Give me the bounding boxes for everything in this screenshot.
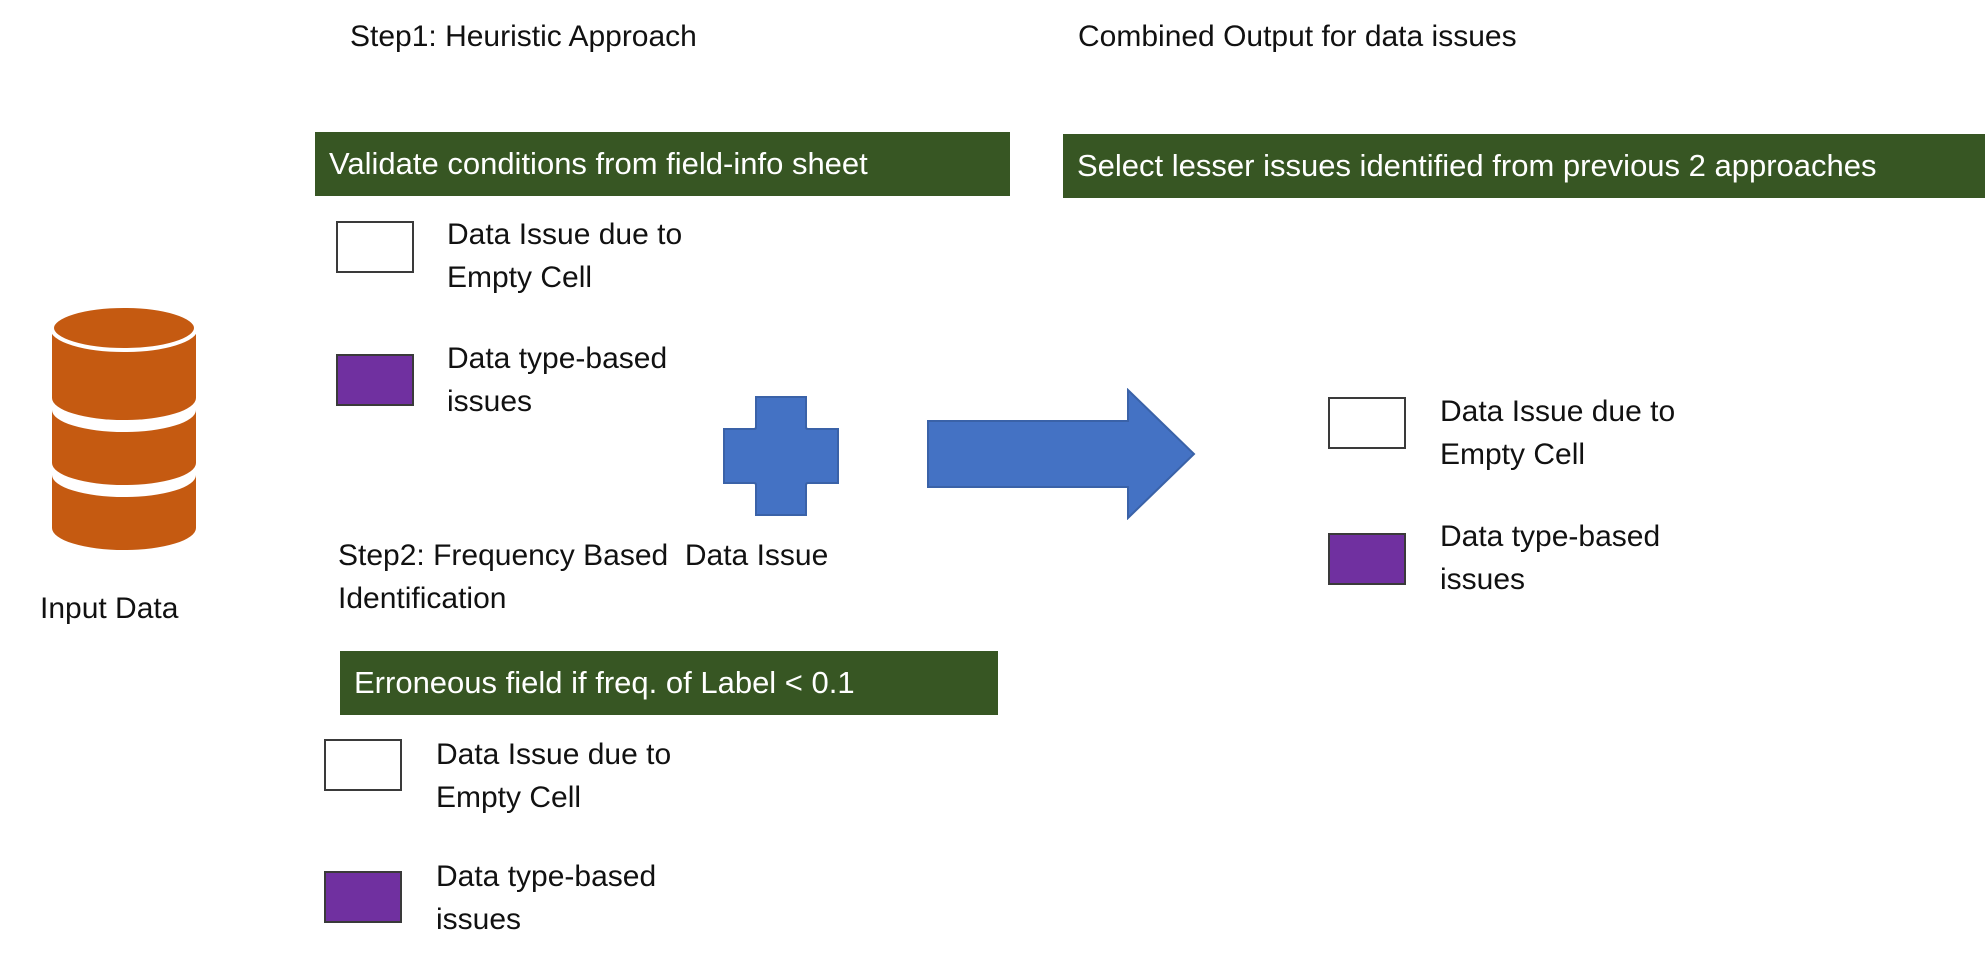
database-icon — [50, 304, 198, 550]
plus-icon — [723, 396, 839, 516]
step2-title: Step2: Frequency Based Data Issue Identi… — [338, 534, 828, 620]
step2-empty-cell-swatch — [324, 739, 402, 791]
step2-title-line2: Identification — [338, 582, 507, 615]
legend-label-line2: Empty Cell — [1440, 438, 1586, 471]
step2-banner: Erroneous field if freq. of Label < 0.1 — [340, 651, 998, 715]
step2-empty-cell-label: Data Issue due to Empty Cell — [436, 733, 671, 819]
legend-label-line1: Data type-based — [1440, 520, 1661, 553]
step1-banner: Validate conditions from field-info shee… — [315, 132, 1010, 196]
legend-label-line2: issues — [1440, 563, 1526, 596]
combined-datatype-swatch — [1328, 533, 1406, 585]
combined-empty-cell-label: Data Issue due to Empty Cell — [1440, 390, 1675, 476]
legend-label-line1: Data type-based — [436, 860, 657, 893]
input-data-label: Input Data — [40, 592, 179, 625]
combined-title: Combined Output for data issues — [1078, 20, 1517, 53]
legend-label-line1: Data Issue due to — [436, 738, 672, 771]
step2-datatype-swatch — [324, 871, 402, 923]
step1-empty-cell-swatch — [336, 221, 414, 273]
step2-title-line1: Step2: Frequency Based Data Issue — [338, 539, 829, 572]
combined-banner: Select lesser issues identified from pre… — [1063, 134, 1985, 198]
step1-title: Step1: Heuristic Approach — [350, 20, 697, 53]
combined-empty-cell-swatch — [1328, 397, 1406, 449]
legend-label-line2: Empty Cell — [436, 781, 582, 814]
legend-label-line1: Data type-based — [447, 342, 668, 375]
legend-label-line1: Data Issue due to — [447, 218, 683, 251]
step1-datatype-label: Data type-based issues — [447, 337, 667, 423]
legend-label-line1: Data Issue due to — [1440, 395, 1676, 428]
step1-datatype-swatch — [336, 354, 414, 406]
combined-datatype-label: Data type-based issues — [1440, 515, 1660, 601]
step1-empty-cell-label: Data Issue due to Empty Cell — [447, 213, 682, 299]
legend-label-line2: issues — [436, 903, 522, 936]
arrow-right-icon — [927, 388, 1196, 520]
legend-label-line2: issues — [447, 385, 533, 418]
legend-label-line2: Empty Cell — [447, 261, 593, 294]
step2-datatype-label: Data type-based issues — [436, 855, 656, 941]
